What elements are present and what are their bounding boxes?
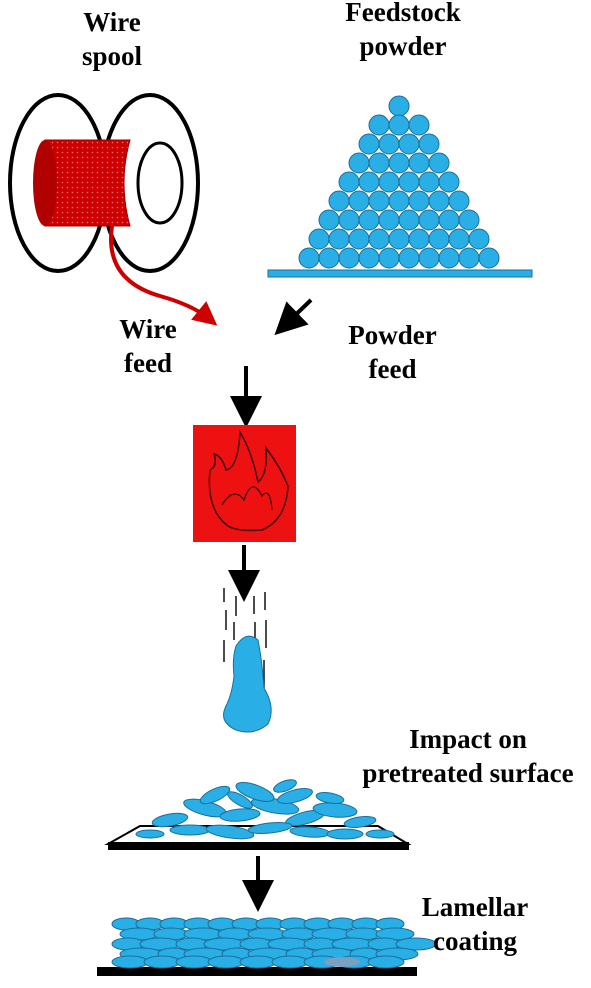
powder-particle [468, 228, 490, 250]
lamella [207, 955, 245, 969]
powder-particle [448, 190, 470, 212]
powder-particle [408, 228, 430, 250]
powder-particle [348, 152, 370, 174]
powder-particle [348, 228, 370, 250]
splat-particle [273, 779, 297, 793]
powder-particle [408, 114, 430, 136]
splat-particle [343, 816, 377, 828]
powder-particle [388, 95, 410, 117]
powder-particle [358, 209, 380, 231]
lamella [143, 955, 181, 969]
wire-spool-icon [8, 93, 218, 326]
powder-particle [438, 171, 460, 193]
splat-particle [277, 788, 313, 804]
powder-particle [318, 247, 340, 269]
powder-particle [428, 228, 450, 250]
powder-particle [398, 133, 420, 155]
powder-feed-arrow-icon [274, 298, 313, 336]
powder-particle [448, 228, 470, 250]
powder-particle [378, 133, 400, 155]
powder-particle [408, 152, 430, 174]
powder-particle [338, 247, 360, 269]
powder-particle [308, 228, 330, 250]
powder-particle [438, 247, 460, 269]
powder-particle [358, 171, 380, 193]
powder-particle [378, 209, 400, 231]
impact-surface [104, 779, 412, 850]
splat-particle [227, 791, 253, 809]
powder-particle [298, 247, 320, 269]
splat-particle [326, 828, 364, 840]
powder-pile-icon [267, 95, 533, 278]
splat-particle [219, 808, 261, 822]
powder-particle [398, 209, 420, 231]
powder-particle [388, 228, 410, 250]
powder-particle [408, 190, 430, 212]
powder-particle [458, 209, 480, 231]
powder-particle [458, 247, 480, 269]
powder-particle [438, 209, 460, 231]
powder-particle [418, 247, 440, 269]
powder-particle [388, 190, 410, 212]
splat-particle [199, 785, 231, 805]
powder-particle [418, 171, 440, 193]
molten-droplet-icon [223, 635, 272, 733]
splat-particle [205, 824, 255, 840]
lamellar-coating [97, 917, 437, 976]
powder-particle [418, 209, 440, 231]
lamella [239, 955, 277, 969]
lamella [111, 955, 149, 969]
powder-particle [338, 209, 360, 231]
lamella [175, 955, 213, 969]
splat-particle [235, 782, 275, 802]
powder-particle [378, 247, 400, 269]
lamella [367, 955, 405, 969]
powder-particle [478, 247, 500, 269]
powder-particle [388, 114, 410, 136]
splat-particle [247, 822, 293, 834]
powder-particle [358, 247, 380, 269]
powder-particle [398, 247, 420, 269]
powder-particle [388, 152, 410, 174]
powder-particle [368, 114, 390, 136]
powder-particle [368, 228, 390, 250]
powder-particle [398, 171, 420, 193]
lamella [395, 937, 437, 951]
powder-particle [328, 190, 350, 212]
powder-particle [368, 152, 390, 174]
lamella [271, 955, 309, 969]
motion-lines [223, 588, 267, 688]
splat-particle [135, 829, 165, 839]
powder-particle [358, 133, 380, 155]
splat-particle [151, 812, 189, 828]
powder-particle [318, 209, 340, 231]
powder-particle [348, 190, 370, 212]
flame-icon [193, 425, 296, 542]
powder-particle [428, 190, 450, 212]
powder-particle [378, 171, 400, 193]
splat-particle [365, 829, 395, 839]
powder-particle [418, 133, 440, 155]
splat-particle [315, 792, 345, 804]
powder-particle [368, 190, 390, 212]
powder-particle [428, 152, 450, 174]
splat-particle [169, 824, 211, 836]
powder-particle [338, 171, 360, 193]
powder-particle [328, 228, 350, 250]
